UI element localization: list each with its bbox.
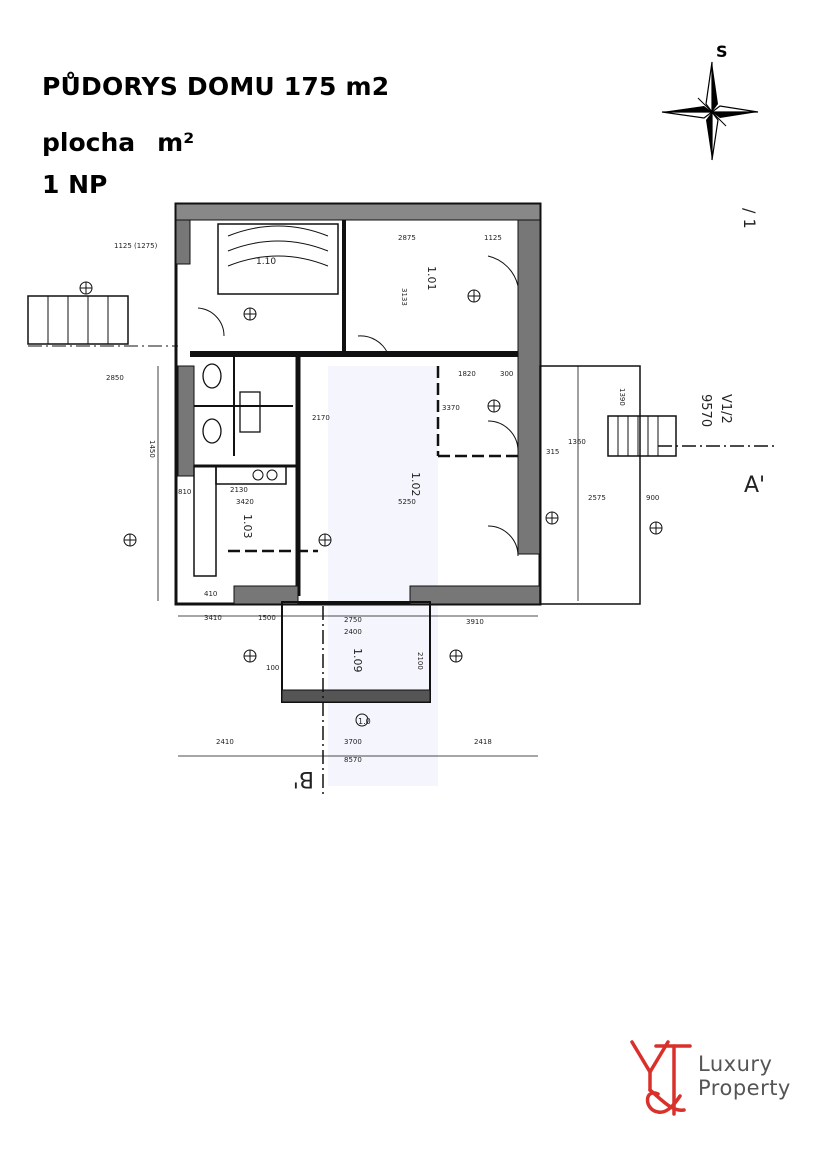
brand-wordmark: Luxury Property — [698, 1052, 791, 1100]
dim-1450: 1450 — [148, 440, 156, 458]
dim-810: 810 — [178, 488, 191, 496]
dim-3370: 3370 — [442, 404, 460, 412]
area-label: plocha — [42, 128, 136, 157]
dim-315: 315 — [546, 448, 559, 456]
yt-monogram-icon — [630, 1040, 692, 1116]
room-label-stair: 1.10 — [256, 257, 276, 267]
section-ref-right: V1/2 — [718, 394, 733, 424]
dim-2418: 2418 — [474, 738, 492, 746]
dim-3700: 3700 — [344, 738, 362, 746]
entry-marker: 1.0 — [358, 717, 371, 726]
floor-plan-drawing: A' B' / 1 V1/2 9570 1.01 1.02 1.03 1.09 … — [27, 202, 778, 796]
dim-1125: 1125 — [484, 234, 502, 242]
dim-1360: 1360 — [568, 438, 586, 446]
area-line: plocha m² — [42, 128, 194, 157]
dim-8570: 8570 — [344, 756, 362, 764]
dim-1125b: 1125 (1275) — [114, 242, 158, 250]
dim-2410: 2410 — [216, 738, 234, 746]
floor-label: 1 NP — [42, 170, 108, 199]
dim-900: 900 — [646, 494, 659, 502]
brand-line-2: Property — [698, 1076, 791, 1100]
dim-100: 100 — [266, 664, 279, 672]
dim-1820: 1820 — [458, 370, 476, 378]
dim-2575: 2575 — [588, 494, 606, 502]
room-label-109: 1.09 — [351, 648, 364, 673]
brand-line-1: Luxury — [698, 1052, 773, 1076]
room-label-103: 1.03 — [241, 514, 254, 539]
dim-2875: 2875 — [398, 234, 416, 242]
dim-5250: 5250 — [398, 498, 416, 506]
dim-300: 300 — [500, 370, 513, 378]
dim-2400: 2400 — [344, 628, 362, 636]
section-marker-b: B' — [293, 766, 314, 791]
dim-1390: 1390 — [618, 388, 626, 406]
dim-2100: 2100 — [416, 652, 424, 670]
dim-3133: 3133 — [400, 288, 408, 306]
compass-rose-icon — [661, 61, 759, 161]
dim-2750: 2750 — [344, 616, 362, 624]
dim-3910: 3910 — [466, 618, 484, 626]
compass-label: S — [716, 42, 728, 61]
room-label-101: 1.01 — [425, 266, 438, 291]
section-marker-a: A' — [744, 473, 765, 498]
room-label-102: 1.02 — [409, 472, 422, 497]
dim-2850: 2850 — [106, 374, 124, 382]
dim-1500: 1500 — [258, 614, 276, 622]
dim-410: 410 — [204, 590, 217, 598]
page-title: PŮDORYS DOMU 175 m2 — [42, 72, 390, 101]
dim-3420: 3420 — [236, 498, 254, 506]
dim-3410: 3410 — [204, 614, 222, 622]
area-unit: m² — [157, 128, 195, 157]
dim-2130: 2130 — [230, 486, 248, 494]
section-marker-top: / 1 — [740, 208, 759, 229]
dim-2170: 2170 — [312, 414, 330, 422]
section-dim-right: 9570 — [698, 394, 713, 427]
